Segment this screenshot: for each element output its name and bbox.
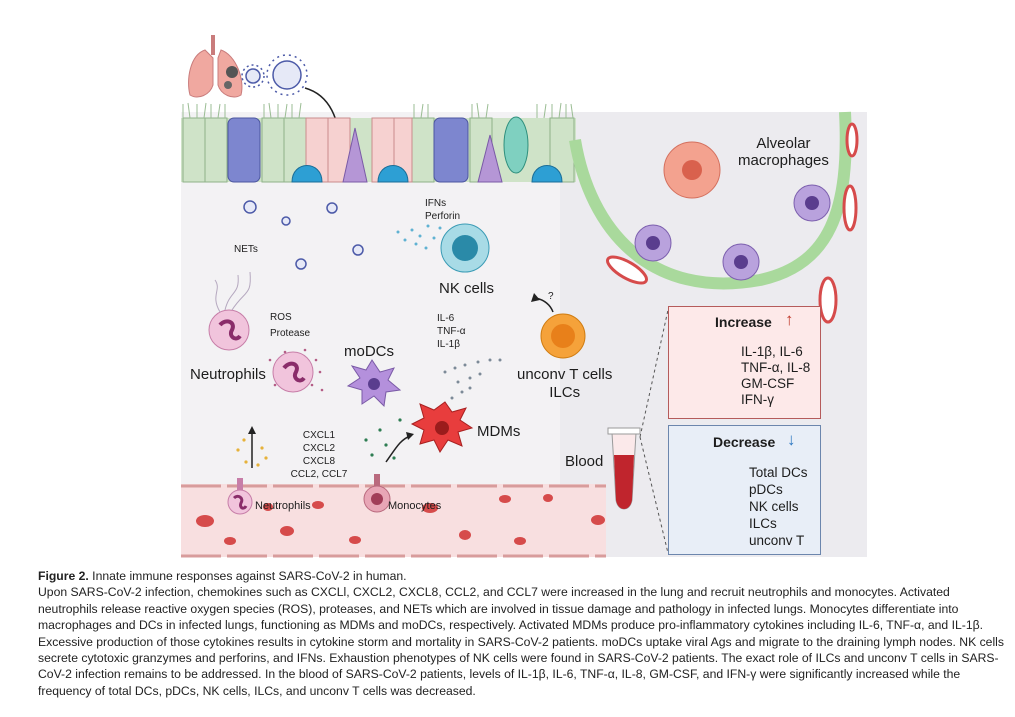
increase-list: IL-1β, IL-6 TNF-α, IL-8 GM-CSF IFN-γ [741,344,810,408]
decrease-title: Decrease [713,434,776,450]
chemokines-label: CXCL1 CXCL2 CXCL8 CCL2, CCL7 [285,429,353,481]
il6-label: IL-6 [437,313,455,324]
tnfa-label: TNF-α [437,326,466,337]
vessel-monocyte-icon [363,474,391,513]
vessel-neutrophil-icon [227,478,253,515]
neutrophils-label: Neutrophils [190,366,266,383]
decrease-item: NK cells [749,499,799,514]
illustration [181,35,867,558]
ifns-label: IFNs [425,198,447,209]
decrease-list: Total DCs pDCs NK cells ILCs unconv T [749,464,808,549]
alveolar-macrophage-icon [634,141,831,281]
nets-strands [214,271,251,313]
blood-vessel [181,484,606,558]
down-arrow-icon: ↓ [787,430,796,449]
chemokine-particles [236,438,268,467]
increase-box: Increase ↑ IL-1β, IL-6 TNF-α, IL-8 GM-CS… [668,306,821,419]
decrease-item: ILCs [749,516,777,531]
vessel-monocytes-label: Monocytes [388,500,442,512]
modc-icon [346,359,402,408]
decrease-item: unconv T [749,533,805,548]
increase-item: IFN-γ [741,392,774,407]
epithelial-layer [181,102,576,183]
cytokine-tornado [443,358,502,400]
increase-title: Increase [715,314,772,330]
ccl2-ccl7-label: CCL2, CCL7 [290,469,348,480]
caption-subtitle: Innate immune responses against SARS-CoV… [88,569,407,583]
nk-cell-icon [440,223,490,273]
unconv-t-label: unconv T cells [517,366,613,383]
mdms-label: MDMs [477,423,521,440]
lungs-icon [188,35,243,98]
question-mark-label: ? [548,291,554,302]
alveolar-label: Alveolar [756,135,811,152]
unconv-t-cell-icon [540,313,586,359]
decrease-box: Decrease ↓ Total DCs pDCs NK cells ILCs … [668,425,821,555]
cxcl2-label: CXCL2 [302,443,336,454]
mdm-cytokines-label: IL-6 TNF-α IL-1β [437,312,466,351]
monocyte-chemokines [364,418,402,460]
decrease-item: pDCs [749,482,783,497]
ros-particles [268,348,324,392]
decrease-item: Total DCs [749,465,808,480]
increase-item: GM-CSF [741,376,795,391]
macrophages-label: macrophages [738,152,829,169]
cxcl1-label: CXCL1 [302,430,336,441]
up-arrow-icon: ↑ [785,310,794,329]
nets-label: NETs [234,244,258,255]
virus-icon [241,54,364,270]
ros-protease-label: ROS Protease [270,311,310,340]
figure-panel: NETs IFNs Perforin NK cells ROS Protease… [181,35,867,558]
increase-item: IL-1β, IL-6 [741,344,803,359]
il1b-label: IL-1β [437,339,460,350]
vessel-neutrophils-label: Neutrophils [255,500,311,512]
protease-label: Protease [270,328,311,339]
modcs-label: moDCs [344,343,395,360]
nk-cells-label: NK cells [439,280,495,297]
mdm-icon [410,401,474,453]
cxcl8-label: CXCL8 [302,456,336,467]
ros-label: ROS [270,312,292,323]
ilcs-label: ILCs [549,384,581,401]
alveolar-macrophages-label: Alveolar macrophages [738,135,829,169]
perforin-label: Perforin [425,211,461,222]
increase-item: TNF-α, IL-8 [741,360,811,375]
caption-body: Upon SARS-CoV-2 infection, chemokines su… [38,585,1004,698]
blood-label: Blood [565,453,604,470]
ifns-perforin-label: IFNs Perforin [425,197,460,223]
unconv-t-ilcs-label: unconv T cells ILCs [517,366,612,402]
red-blood-cells [196,494,605,545]
figure-caption: Figure 2. Innate immune responses agains… [38,568,1008,699]
perforin-granules [396,224,442,250]
caption-title: Figure 2. [38,569,89,583]
neutrophil-icon [208,309,314,393]
blood-tube-icon [607,427,641,510]
alveolar-wall [569,111,852,290]
